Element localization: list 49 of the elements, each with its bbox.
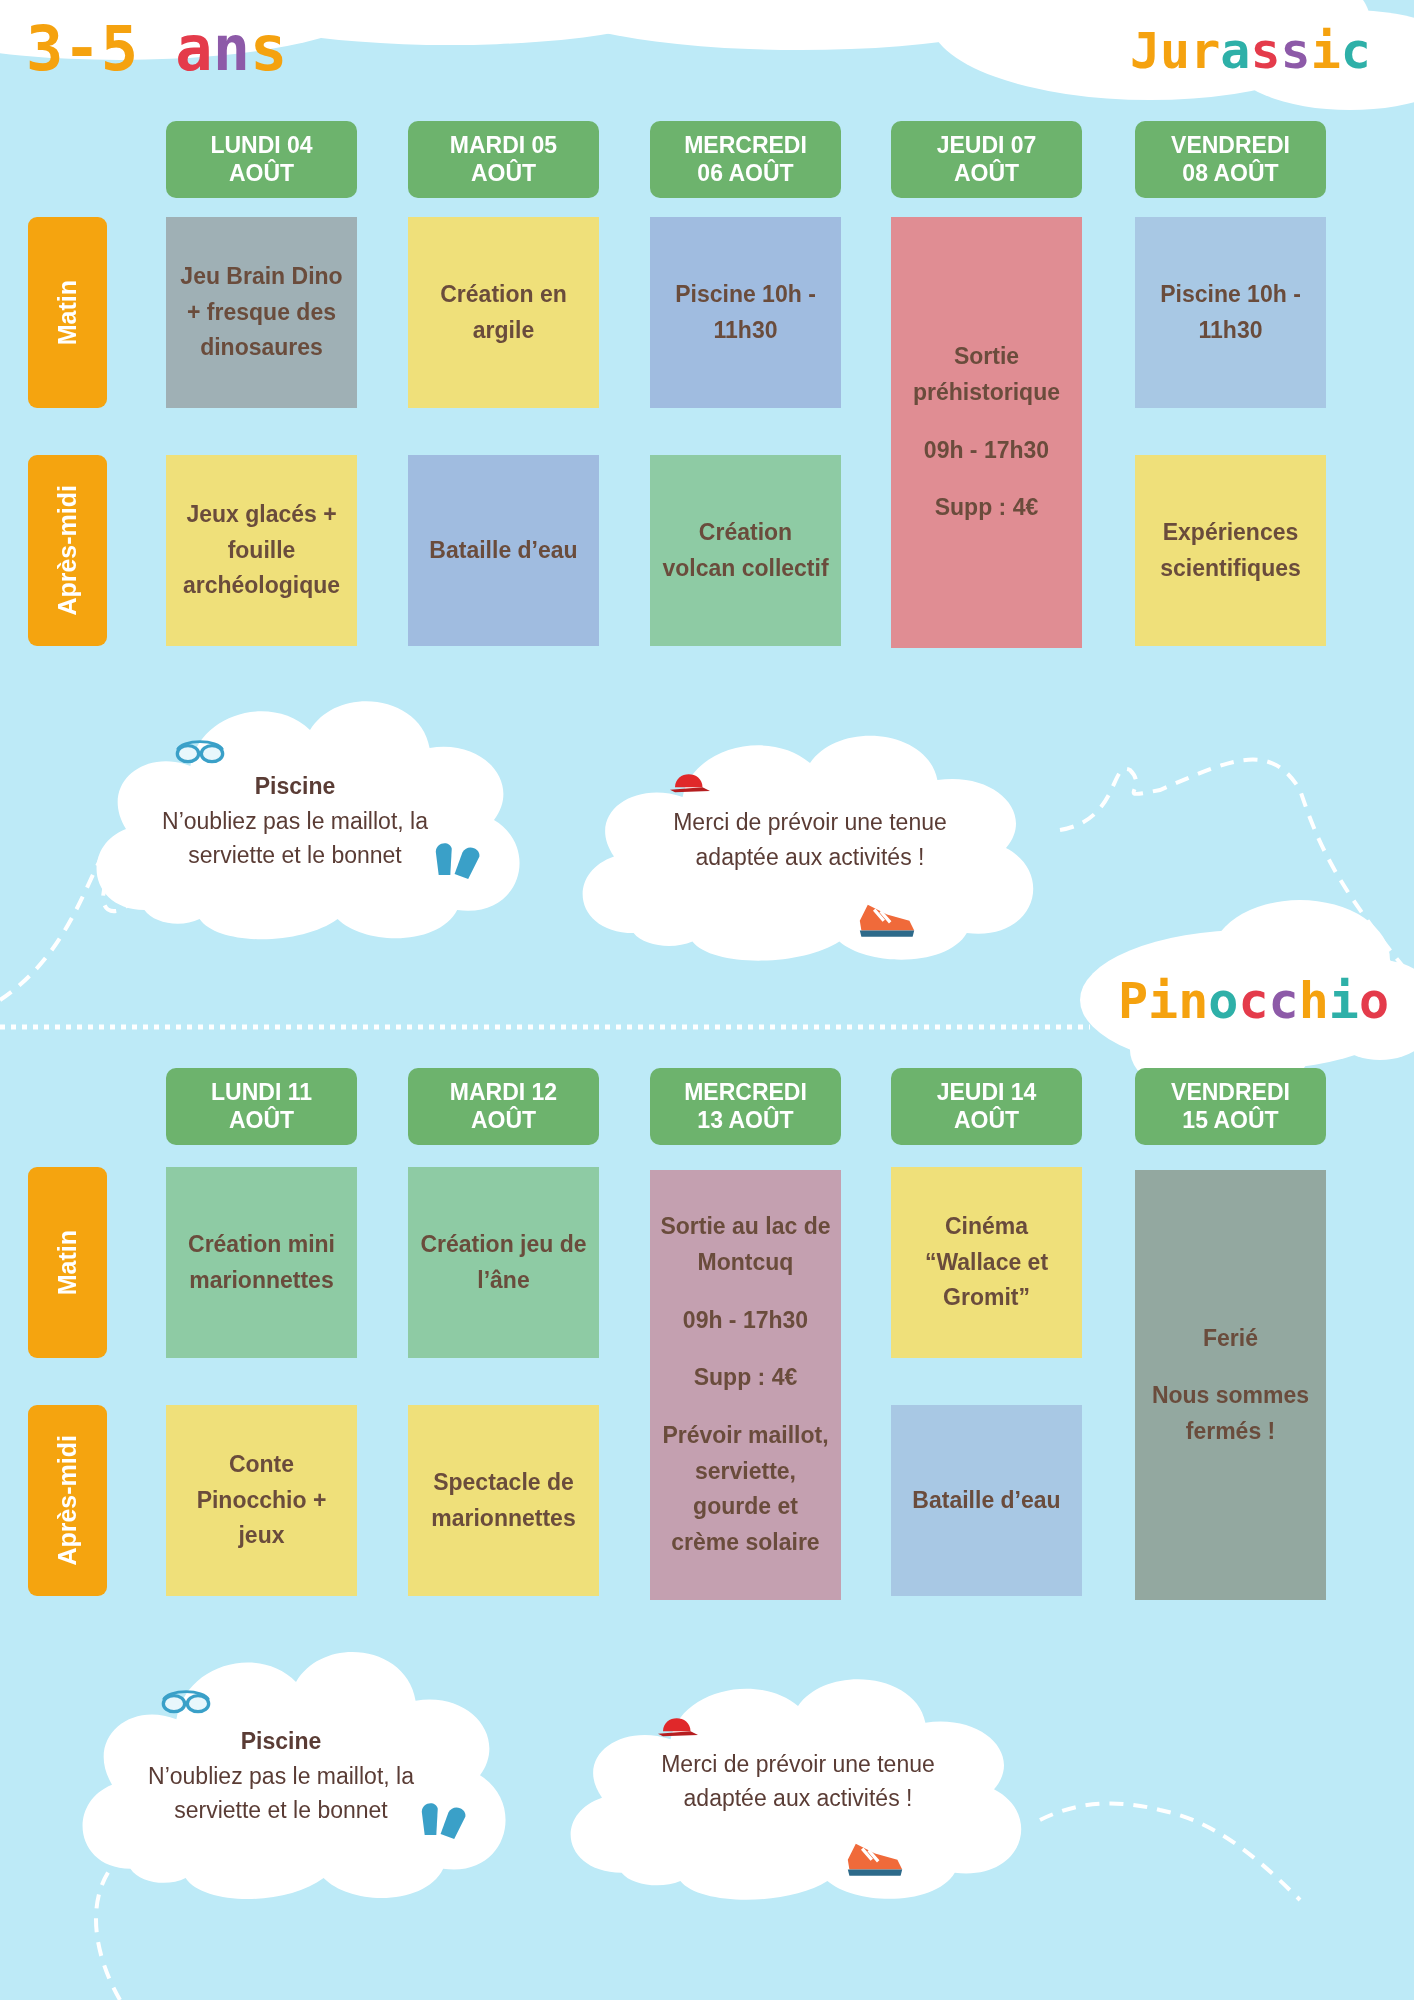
day-header: VENDREDI 08 AOÛT xyxy=(1135,121,1326,198)
activity-card xyxy=(650,1170,841,1600)
activity-card: Piscine 10h - 11h30 xyxy=(1135,217,1326,408)
time-slot-label: Après-midi xyxy=(28,1405,107,1596)
theme-title: Pinocchio xyxy=(1118,972,1389,1030)
activity-text: 09h - 17h30 xyxy=(682,1305,809,1335)
note-text: N’oubliez pas le maillot, la serviette et le bonnet xyxy=(147,1761,415,1826)
theme-title: Jurassic xyxy=(1130,22,1371,80)
activity-card: Création volcan collectif xyxy=(650,455,841,646)
time-slot-label: Après-midi xyxy=(28,455,107,646)
page-title: 3-5 ans xyxy=(26,12,288,85)
activity-card: Bataille d’eau xyxy=(891,1405,1082,1596)
note-text: N’oubliez pas le maillot, la serviette et le bonnet xyxy=(161,806,429,871)
activity-card: Jeux glacés + fouille archéologique xyxy=(166,455,357,646)
activity-text: Prévoir maillot, serviette, gourde et crème solaire xyxy=(661,1421,830,1557)
activity-card: Spectacle de marionnettes xyxy=(408,1405,599,1596)
day-header: MARDI 05 AOÛT xyxy=(408,121,599,198)
activity-text: Sortie préhistorique xyxy=(912,342,1061,407)
activity-card: Création en argile xyxy=(408,217,599,408)
time-slot-label: Matin xyxy=(28,1167,107,1358)
activity-card: Cinéma “Wallace et Gromit” xyxy=(891,1167,1082,1358)
day-header: MERCREDI 06 AOÛT xyxy=(650,121,841,198)
day-header: JEUDI 07 AOÛT xyxy=(891,121,1082,198)
activity-text: Sortie au lac de Montcuq xyxy=(660,1212,831,1278)
activity-card: Conte Pinocchio + jeux xyxy=(166,1405,357,1596)
activity-card: Expériences scientifiques xyxy=(1135,455,1326,646)
day-header: MERCREDI 13 AOÛT xyxy=(650,1068,841,1145)
activity-card: Piscine 10h - 11h30 xyxy=(650,217,841,408)
activity-card: Création mini marionnettes xyxy=(166,1167,357,1358)
note-text: Merci de prévoir une tenue adaptée aux activités ! xyxy=(660,1749,936,1813)
day-header: LUNDI 04 AOÛT xyxy=(166,121,357,198)
note-text: Merci de prévoir une tenue adaptée aux activités ! xyxy=(672,808,948,872)
activity-card: Jeu Brain Dino + fresque des dinosaures xyxy=(166,217,357,408)
note-heading: Piscine xyxy=(254,772,336,802)
activity-text: Supp : 4€ xyxy=(934,493,1039,523)
note-heading: Piscine xyxy=(240,1727,322,1757)
activity-card: Création jeu de l’âne xyxy=(408,1167,599,1358)
activity-card xyxy=(1135,1170,1326,1600)
activity-card xyxy=(891,217,1082,648)
activity-text: Nous sommes fermés ! xyxy=(1150,1381,1311,1446)
activity-text: Ferié xyxy=(1203,1323,1258,1353)
day-header: LUNDI 11 AOÛT xyxy=(166,1068,357,1145)
time-slot-label: Matin xyxy=(28,217,107,408)
activity-text: Supp : 4€ xyxy=(693,1363,798,1393)
day-header: VENDREDI 15 AOÛT xyxy=(1135,1068,1326,1145)
activity-card: Bataille d’eau xyxy=(408,455,599,646)
activity-text: 09h - 17h30 xyxy=(923,435,1050,465)
day-header: JEUDI 14 AOÛT xyxy=(891,1068,1082,1145)
day-header: MARDI 12 AOÛT xyxy=(408,1068,599,1145)
